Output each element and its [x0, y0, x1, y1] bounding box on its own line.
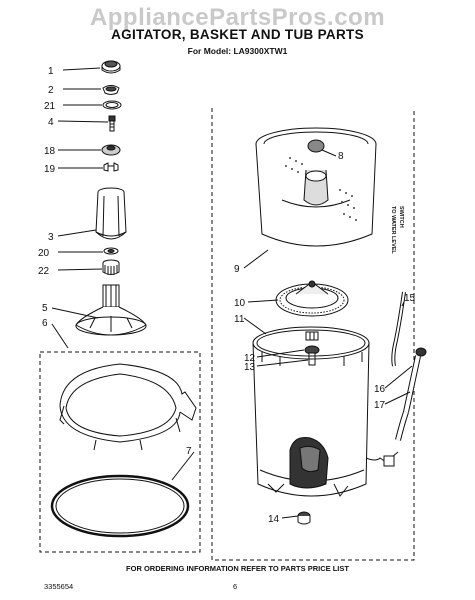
callout-12: 12: [244, 353, 256, 364]
part-12-nut: [305, 331, 319, 341]
part-17-hose: [395, 355, 421, 441]
callout-22: 22: [38, 266, 50, 277]
part-20-washer: [103, 247, 119, 255]
part-16-clamp: [415, 347, 427, 357]
callout-8: 8: [338, 151, 344, 162]
part-18-cam: [101, 144, 121, 156]
part-19-dogs: [103, 162, 119, 172]
document-code: 3355654: [44, 582, 74, 591]
part-5-agitator-base: [75, 284, 147, 336]
callout-7: 7: [186, 446, 192, 457]
part-2-cap-seal: [102, 85, 120, 95]
part-21-ring: [102, 100, 122, 110]
callout-17: 17: [374, 400, 386, 411]
part-11-outer-tub: [252, 326, 399, 497]
callout-2: 2: [48, 85, 54, 96]
callout-10: 10: [234, 298, 246, 309]
part-10-spanner-nut: [275, 280, 349, 317]
callout-14: 14: [268, 514, 280, 525]
callout-1: 1: [48, 66, 54, 77]
page-title: AGITATOR, BASKET AND TUB PARTS: [111, 27, 364, 42]
callout-20: 20: [38, 248, 50, 259]
callout-11: 11: [234, 314, 245, 325]
part-7-tub-ring: [50, 474, 190, 538]
assembly-outline: [211, 108, 415, 561]
water-level-label-1: TO WATER LEVEL: [390, 206, 396, 254]
basket-perforations: [285, 157, 357, 221]
part-22-coupling: [102, 259, 120, 275]
part-1-agitator-cap: [101, 60, 121, 74]
part-14-drain-fitting: [297, 511, 311, 525]
callout-5: 5: [42, 303, 48, 314]
callout-21: 21: [44, 101, 56, 112]
page-number: 6: [233, 582, 238, 591]
callout-19: 19: [44, 164, 56, 175]
callout-6: 6: [42, 318, 48, 329]
water-level-label-2: SWITCH: [398, 206, 404, 228]
part-4-bolt: [108, 115, 116, 132]
callout-15: 15: [404, 293, 416, 304]
site-watermark: AppliancePartsPros.com: [89, 4, 386, 31]
callout-13: 13: [244, 362, 256, 373]
part-8-wash-basket: [255, 127, 377, 247]
model-subtitle: For Model: LA9300XTW1: [187, 46, 288, 56]
callout-4: 4: [48, 117, 54, 128]
part-3-agitator-barrel: [95, 187, 127, 240]
callout-3: 3: [48, 232, 54, 243]
ordering-note: FOR ORDERING INFORMATION REFER TO PARTS …: [126, 564, 349, 573]
callout-9: 9: [234, 264, 240, 275]
part-6-group-box: [39, 351, 201, 553]
callout-18: 18: [44, 146, 56, 157]
callout-16: 16: [374, 384, 386, 395]
